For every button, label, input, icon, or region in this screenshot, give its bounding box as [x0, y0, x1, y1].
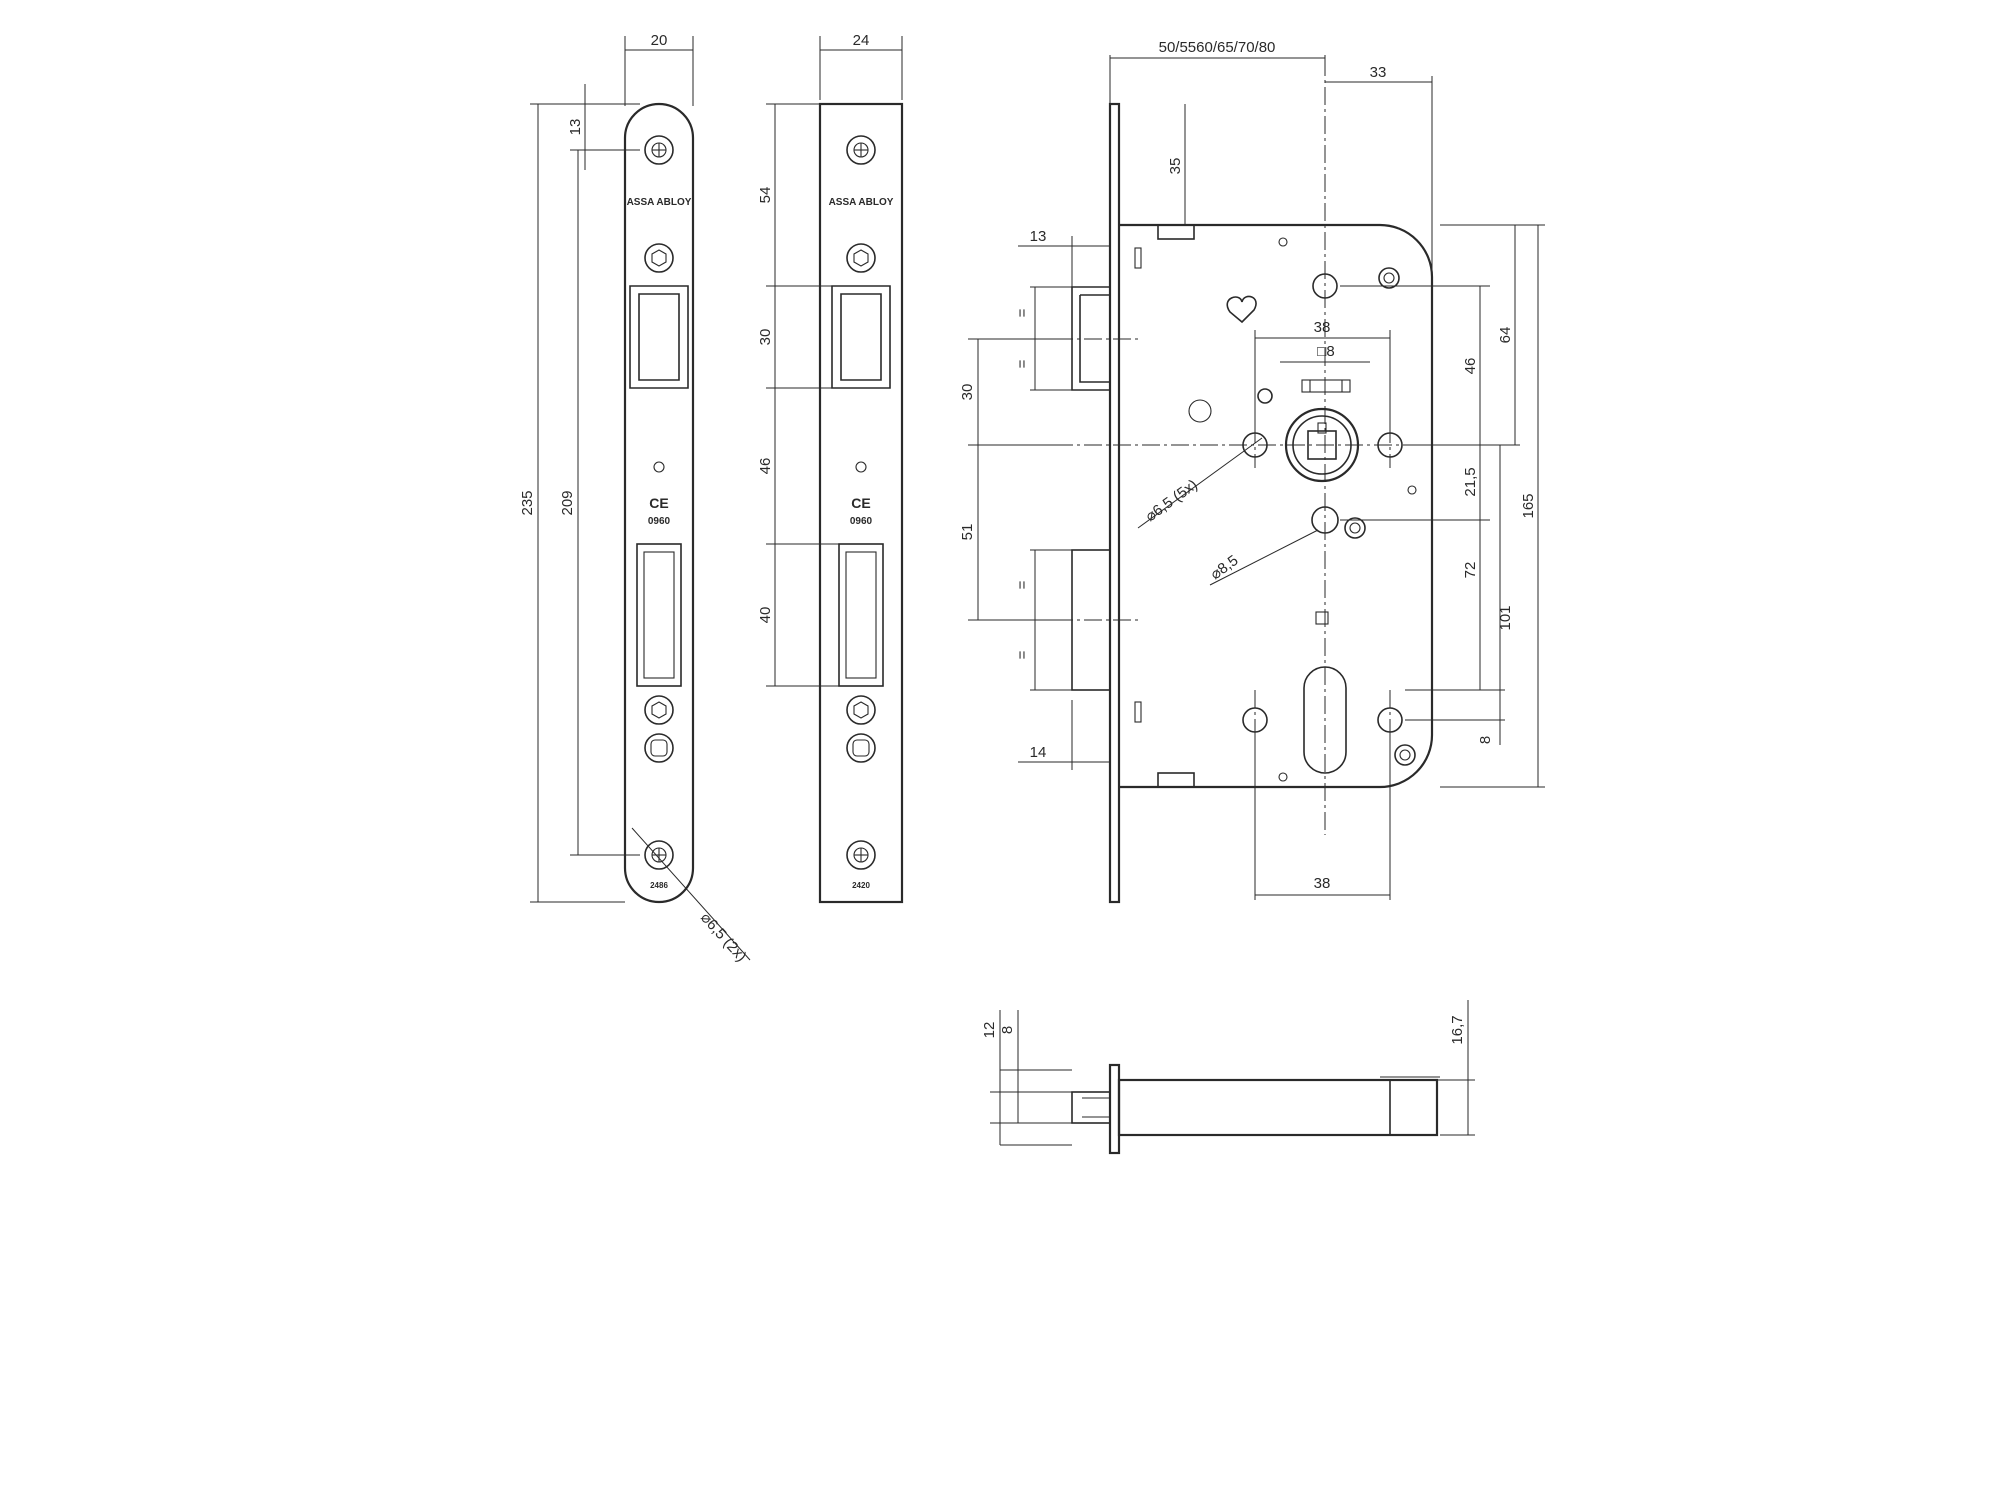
svg-text:33: 33	[1370, 64, 1387, 81]
ce-number: 0960	[648, 516, 671, 527]
svg-text:101: 101	[1497, 605, 1514, 630]
svg-text:30: 30	[757, 329, 774, 346]
hex-screw-icon	[644, 243, 674, 273]
svg-text:⌀6,5 (5x): ⌀6,5 (5x)	[1142, 476, 1200, 525]
svg-text:235: 235	[519, 490, 536, 515]
strike-plate-1: ASSA ABLOY CE 0960 2486 20 13	[519, 32, 751, 965]
side-case	[1117, 1078, 1439, 1137]
svg-text:35: 35	[1167, 158, 1184, 175]
svg-text:13: 13	[567, 119, 584, 136]
screw-icon	[1378, 267, 1400, 289]
svg-text:12: 12	[981, 1022, 998, 1039]
mounting-hole	[1242, 432, 1268, 458]
mounting-hole	[1242, 707, 1268, 733]
bolt-opening	[838, 543, 884, 687]
strike-plate-1-outline	[623, 102, 695, 904]
lock-side-view: 12 8 16,7	[981, 1000, 1475, 1155]
svg-text:54: 54	[757, 187, 774, 204]
svg-text:16,7: 16,7	[1449, 1015, 1466, 1044]
svg-text:72: 72	[1462, 562, 1479, 579]
svg-text:38: 38	[1314, 875, 1331, 892]
svg-text:=: =	[1014, 359, 1031, 368]
ce-mark: CE	[851, 495, 870, 511]
heart-cutout	[1226, 295, 1257, 324]
strike-plate-2-outline	[818, 102, 904, 904]
brand-logo: ASSA ABLOY	[829, 197, 894, 208]
follower-hub	[1284, 407, 1360, 483]
hex-screw-icon	[846, 243, 876, 273]
svg-text:24: 24	[853, 32, 870, 49]
mounting-hole	[1312, 273, 1338, 299]
svg-text:8: 8	[1477, 736, 1494, 744]
lock-body: 38 □8 50/5560/65/70/80 33 35 13 = = 30	[959, 39, 1545, 904]
svg-text:20: 20	[651, 32, 668, 49]
svg-text:30: 30	[959, 384, 976, 401]
svg-text:64: 64	[1497, 327, 1514, 344]
screw-icon	[1394, 744, 1416, 766]
svg-text:165: 165	[1520, 493, 1537, 518]
side-bolt	[1071, 1091, 1111, 1124]
square-spindle-icon	[1307, 430, 1337, 460]
strike-plate-2: ASSA ABLOY CE 0960 2420 24 54 30 46 40	[757, 32, 904, 904]
side-forend	[1108, 1063, 1121, 1155]
svg-text:13: 13	[1030, 228, 1047, 245]
svg-text:209: 209	[559, 490, 576, 515]
svg-text:50/5560/65/70/80: 50/5560/65/70/80	[1159, 39, 1276, 56]
hex-screw-icon	[644, 695, 674, 725]
svg-text:14: 14	[1030, 744, 1047, 761]
brand-logo: ASSA ABLOY	[627, 197, 692, 208]
svg-text:⌀6,5 (2x): ⌀6,5 (2x)	[697, 909, 750, 965]
svg-text:=: =	[1014, 308, 1031, 317]
svg-text:□8: □8	[1317, 343, 1334, 360]
hex-screw-icon	[846, 695, 876, 725]
svg-text:40: 40	[757, 607, 774, 624]
svg-text:21,5: 21,5	[1462, 467, 1479, 496]
ce-mark: CE	[649, 495, 668, 511]
bolt-opening	[636, 543, 682, 687]
lock-forend	[1108, 102, 1121, 904]
pin-hole-8-5	[1311, 506, 1339, 534]
svg-text:38: 38	[1314, 319, 1331, 336]
part-number: 2486	[650, 881, 668, 890]
lock-case	[1119, 223, 1434, 789]
screw-hole-bottom	[644, 840, 674, 870]
svg-text:46: 46	[1462, 358, 1479, 375]
euro-cylinder-cutout	[1303, 666, 1347, 774]
svg-text:51: 51	[959, 524, 976, 541]
svg-text:8: 8	[999, 1026, 1016, 1034]
svg-text:=: =	[1014, 580, 1031, 589]
ce-number: 0960	[850, 516, 873, 527]
screw-hole-top	[644, 135, 674, 165]
mounting-hole	[1377, 707, 1403, 733]
part-number: 2420	[852, 881, 870, 890]
latch-opening	[831, 285, 891, 389]
screw-icon	[1344, 517, 1366, 539]
svg-text:46: 46	[757, 458, 774, 475]
latch-opening	[629, 285, 689, 389]
svg-text:⌀8,5: ⌀8,5	[1207, 552, 1241, 583]
svg-text:=: =	[1014, 650, 1031, 659]
mounting-hole	[1377, 432, 1403, 458]
